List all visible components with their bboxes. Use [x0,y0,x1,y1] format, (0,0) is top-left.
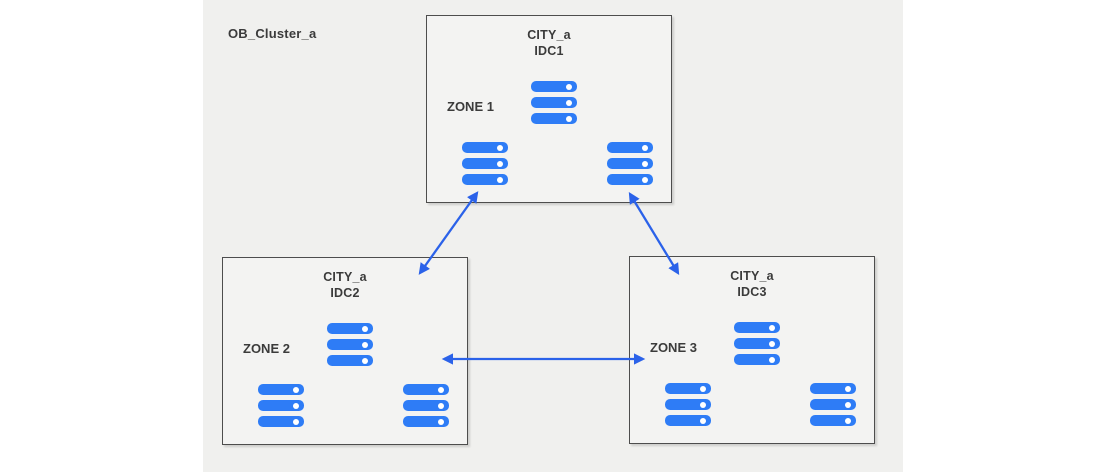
server-led-dot [845,417,851,424]
server-led-dot [566,115,572,122]
server-led-dot [769,324,775,331]
server-bar [665,415,711,426]
idc2-box: CITY_a IDC2 ZONE 2 [222,257,468,445]
server-bar [462,174,508,185]
idc2-title: CITY_a IDC2 [223,269,467,301]
server-bar [607,142,653,153]
idc1-city-label: CITY_a [527,28,571,42]
server-bar [734,354,780,365]
idc1-box: CITY_a IDC1 ZONE 1 [426,15,672,203]
server-bar [607,158,653,169]
server-led-dot [700,401,706,408]
server-bar [403,416,449,427]
server-bar [258,384,304,395]
idc1-name-label: IDC1 [534,44,564,58]
idc1-title: CITY_a IDC1 [427,27,671,59]
idc3-city-label: CITY_a [730,269,774,283]
server-bar [531,81,577,92]
server-led-dot [497,144,503,151]
server-led-dot [293,402,299,409]
server-stack-icon [734,322,780,365]
server-led-dot [769,356,775,363]
server-bar [462,142,508,153]
server-led-dot [438,418,444,425]
server-stack-icon [403,384,449,427]
server-bar [327,355,373,366]
server-led-dot [642,144,648,151]
cluster-label: OB_Cluster_a [228,26,317,41]
idc1-zone-label: ZONE 1 [447,99,494,114]
server-bar [403,400,449,411]
server-led-dot [642,176,648,183]
server-led-dot [566,83,572,90]
server-led-dot [438,402,444,409]
idc3-box: CITY_a IDC3 ZONE 3 [629,256,875,444]
server-led-dot [293,418,299,425]
server-led-dot [293,386,299,393]
server-led-dot [362,325,368,332]
server-led-dot [566,99,572,106]
server-stack-icon [665,383,711,426]
idc2-city-label: CITY_a [323,270,367,284]
server-bar [327,339,373,350]
server-led-dot [642,160,648,167]
server-stack-icon [810,383,856,426]
server-bar [810,415,856,426]
server-led-dot [700,385,706,392]
server-led-dot [362,341,368,348]
server-led-dot [497,176,503,183]
server-bar [327,323,373,334]
server-led-dot [362,357,368,364]
server-led-dot [769,340,775,347]
server-led-dot [438,386,444,393]
server-bar [531,113,577,124]
server-led-dot [845,401,851,408]
server-led-dot [497,160,503,167]
idc2-zone-label: ZONE 2 [243,341,290,356]
server-bar [531,97,577,108]
server-led-dot [700,417,706,424]
idc3-name-label: IDC3 [737,285,767,299]
server-bar [665,399,711,410]
idc3-zone-label: ZONE 3 [650,340,697,355]
server-bar [734,322,780,333]
server-bar [665,383,711,394]
server-bar [607,174,653,185]
server-bar [403,384,449,395]
server-stack-icon [531,81,577,124]
server-bar [258,416,304,427]
server-bar [810,399,856,410]
server-stack-icon [462,142,508,185]
server-bar [734,338,780,349]
cluster-panel: OB_Cluster_a CITY_a IDC1 ZONE 1 CITY_a I… [203,0,903,472]
server-bar [258,400,304,411]
server-bar [810,383,856,394]
server-stack-icon [607,142,653,185]
server-led-dot [845,385,851,392]
idc2-name-label: IDC2 [330,286,360,300]
server-stack-icon [327,323,373,366]
idc3-title: CITY_a IDC3 [630,268,874,300]
server-bar [462,158,508,169]
server-stack-icon [258,384,304,427]
